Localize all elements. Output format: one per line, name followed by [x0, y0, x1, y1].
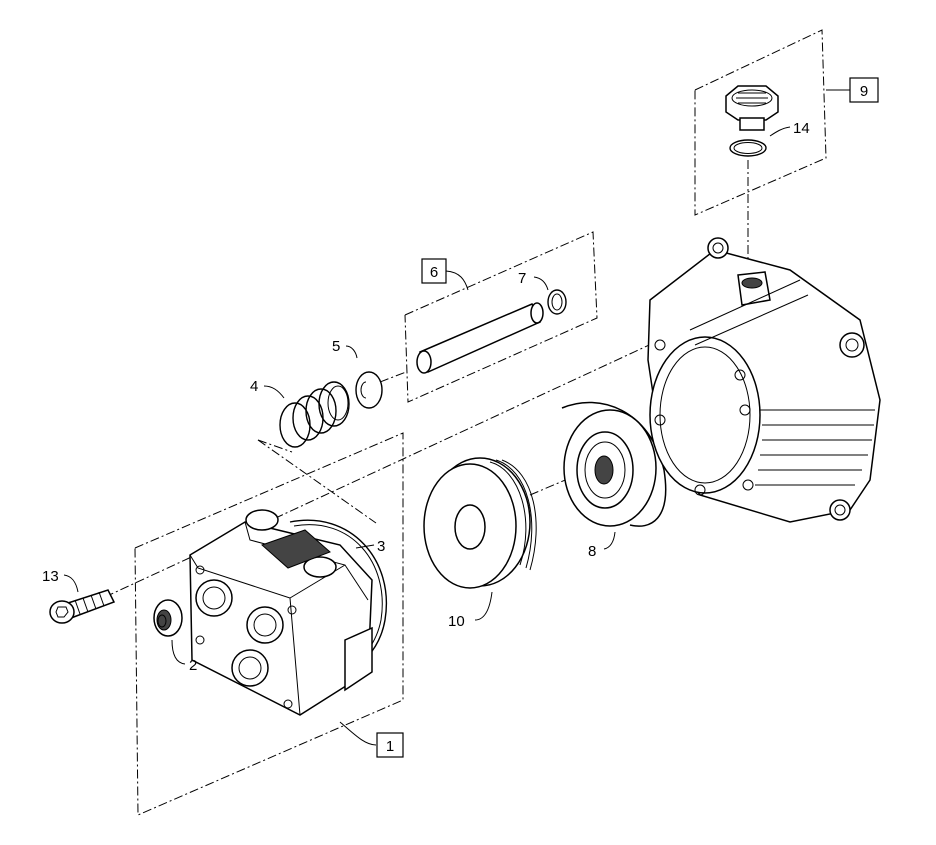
callout-9-label: 9 [860, 83, 868, 100]
callout-13-label: 13 [42, 568, 59, 585]
plate [423, 457, 537, 589]
spring [279, 381, 350, 448]
swash-plate [561, 401, 667, 527]
washer [355, 371, 383, 409]
callout-2: 2 [171, 639, 197, 674]
pin [416, 302, 544, 374]
pump-head [189, 509, 373, 716]
callout-14-label: 14 [793, 120, 810, 137]
callout-8: 8 [588, 531, 616, 560]
retaining-clip [547, 289, 567, 315]
group-1-outline [134, 432, 404, 816]
callout-9: 9 [826, 77, 879, 103]
crankcase-housing [647, 237, 881, 523]
callout-7: 7 [518, 270, 549, 291]
callout-10: 10 [448, 591, 493, 630]
callout-6-label: 6 [430, 264, 438, 281]
callout-4: 4 [250, 378, 285, 399]
drain-plug [725, 85, 779, 157]
group-6-outline [404, 231, 598, 403]
callout-14: 14 [769, 120, 810, 137]
callout-1: 1 [339, 721, 404, 758]
callout-10-label: 10 [448, 613, 465, 630]
group-9-outline [694, 29, 827, 270]
callout-5-label: 5 [332, 338, 340, 355]
callout-3-label: 3 [377, 538, 385, 555]
bolt [49, 589, 116, 624]
callout-6: 6 [421, 258, 469, 291]
callout-13: 13 [42, 568, 79, 593]
seal [153, 599, 183, 637]
callout-2-label: 2 [189, 657, 197, 674]
callout-5: 5 [332, 338, 358, 359]
callout-3: 3 [355, 538, 385, 555]
callout-1-label: 1 [386, 738, 394, 755]
callout-4-label: 4 [250, 378, 258, 395]
callout-8-label: 8 [588, 543, 596, 560]
callout-7-label: 7 [518, 270, 526, 287]
